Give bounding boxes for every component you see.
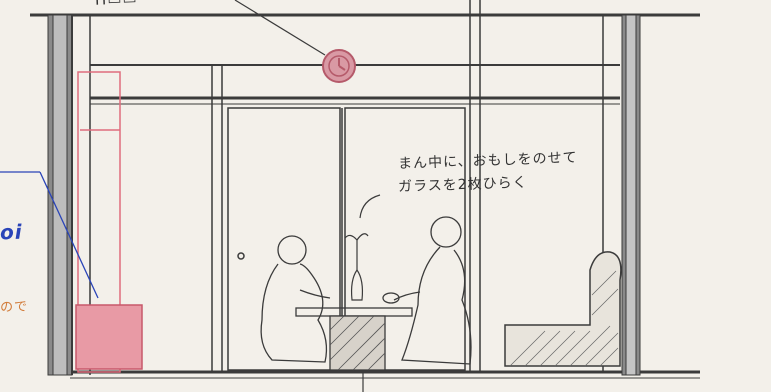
clock-icon bbox=[322, 49, 356, 83]
structural-lines bbox=[30, 13, 700, 379]
wall-lines bbox=[211, 0, 481, 372]
left-column bbox=[47, 14, 91, 376]
seated-figure-left bbox=[260, 235, 331, 363]
seated-figure-right bbox=[382, 216, 472, 365]
top-left-note: Π▭▭ bbox=[95, 0, 138, 9]
blue-label-fragment: oi bbox=[0, 219, 24, 245]
vase bbox=[344, 233, 369, 301]
orange-label-fragment: ので bbox=[0, 299, 29, 316]
blue-leader bbox=[0, 171, 99, 299]
low-table bbox=[295, 307, 413, 371]
right-column bbox=[602, 14, 641, 376]
leader-lines bbox=[234, 0, 381, 392]
pink-cabinet bbox=[75, 71, 143, 373]
sofa bbox=[504, 251, 622, 367]
